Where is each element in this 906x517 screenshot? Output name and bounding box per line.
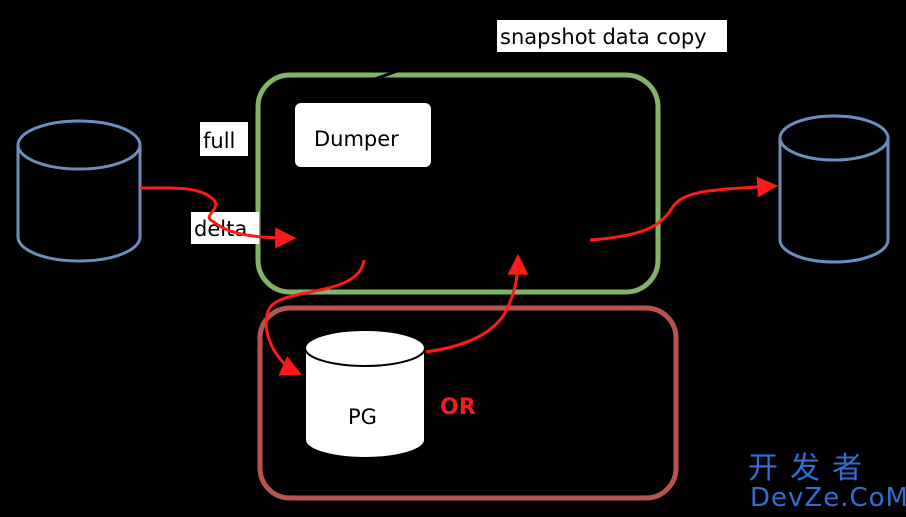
pg-database-icon	[304, 329, 426, 459]
or-label: OR	[440, 395, 476, 420]
watermark-line-2: DevZe.CoM	[750, 483, 906, 513]
delta-label: delta	[194, 217, 247, 241]
process-box	[255, 72, 661, 295]
dumper-label: Dumper	[314, 127, 399, 151]
process-to-pg-arrow	[264, 259, 366, 376]
snapshot-connector	[371, 68, 401, 82]
source-to-delta-arrow	[139, 186, 297, 249]
process-to-target-arrow	[589, 176, 779, 242]
pg-label: PG	[348, 405, 377, 429]
full-label: full	[203, 129, 235, 153]
storage-box	[257, 305, 679, 501]
source-database-icon	[16, 119, 142, 263]
watermark-line-1: 开发者	[748, 451, 874, 486]
snapshot-label-bg	[497, 20, 727, 52]
dumper-box	[293, 101, 433, 169]
pg-to-process-arrow	[425, 253, 529, 354]
snapshot-label: snapshot data copy	[500, 25, 707, 49]
full-label-bg	[200, 122, 248, 156]
target-database-icon	[778, 114, 890, 264]
